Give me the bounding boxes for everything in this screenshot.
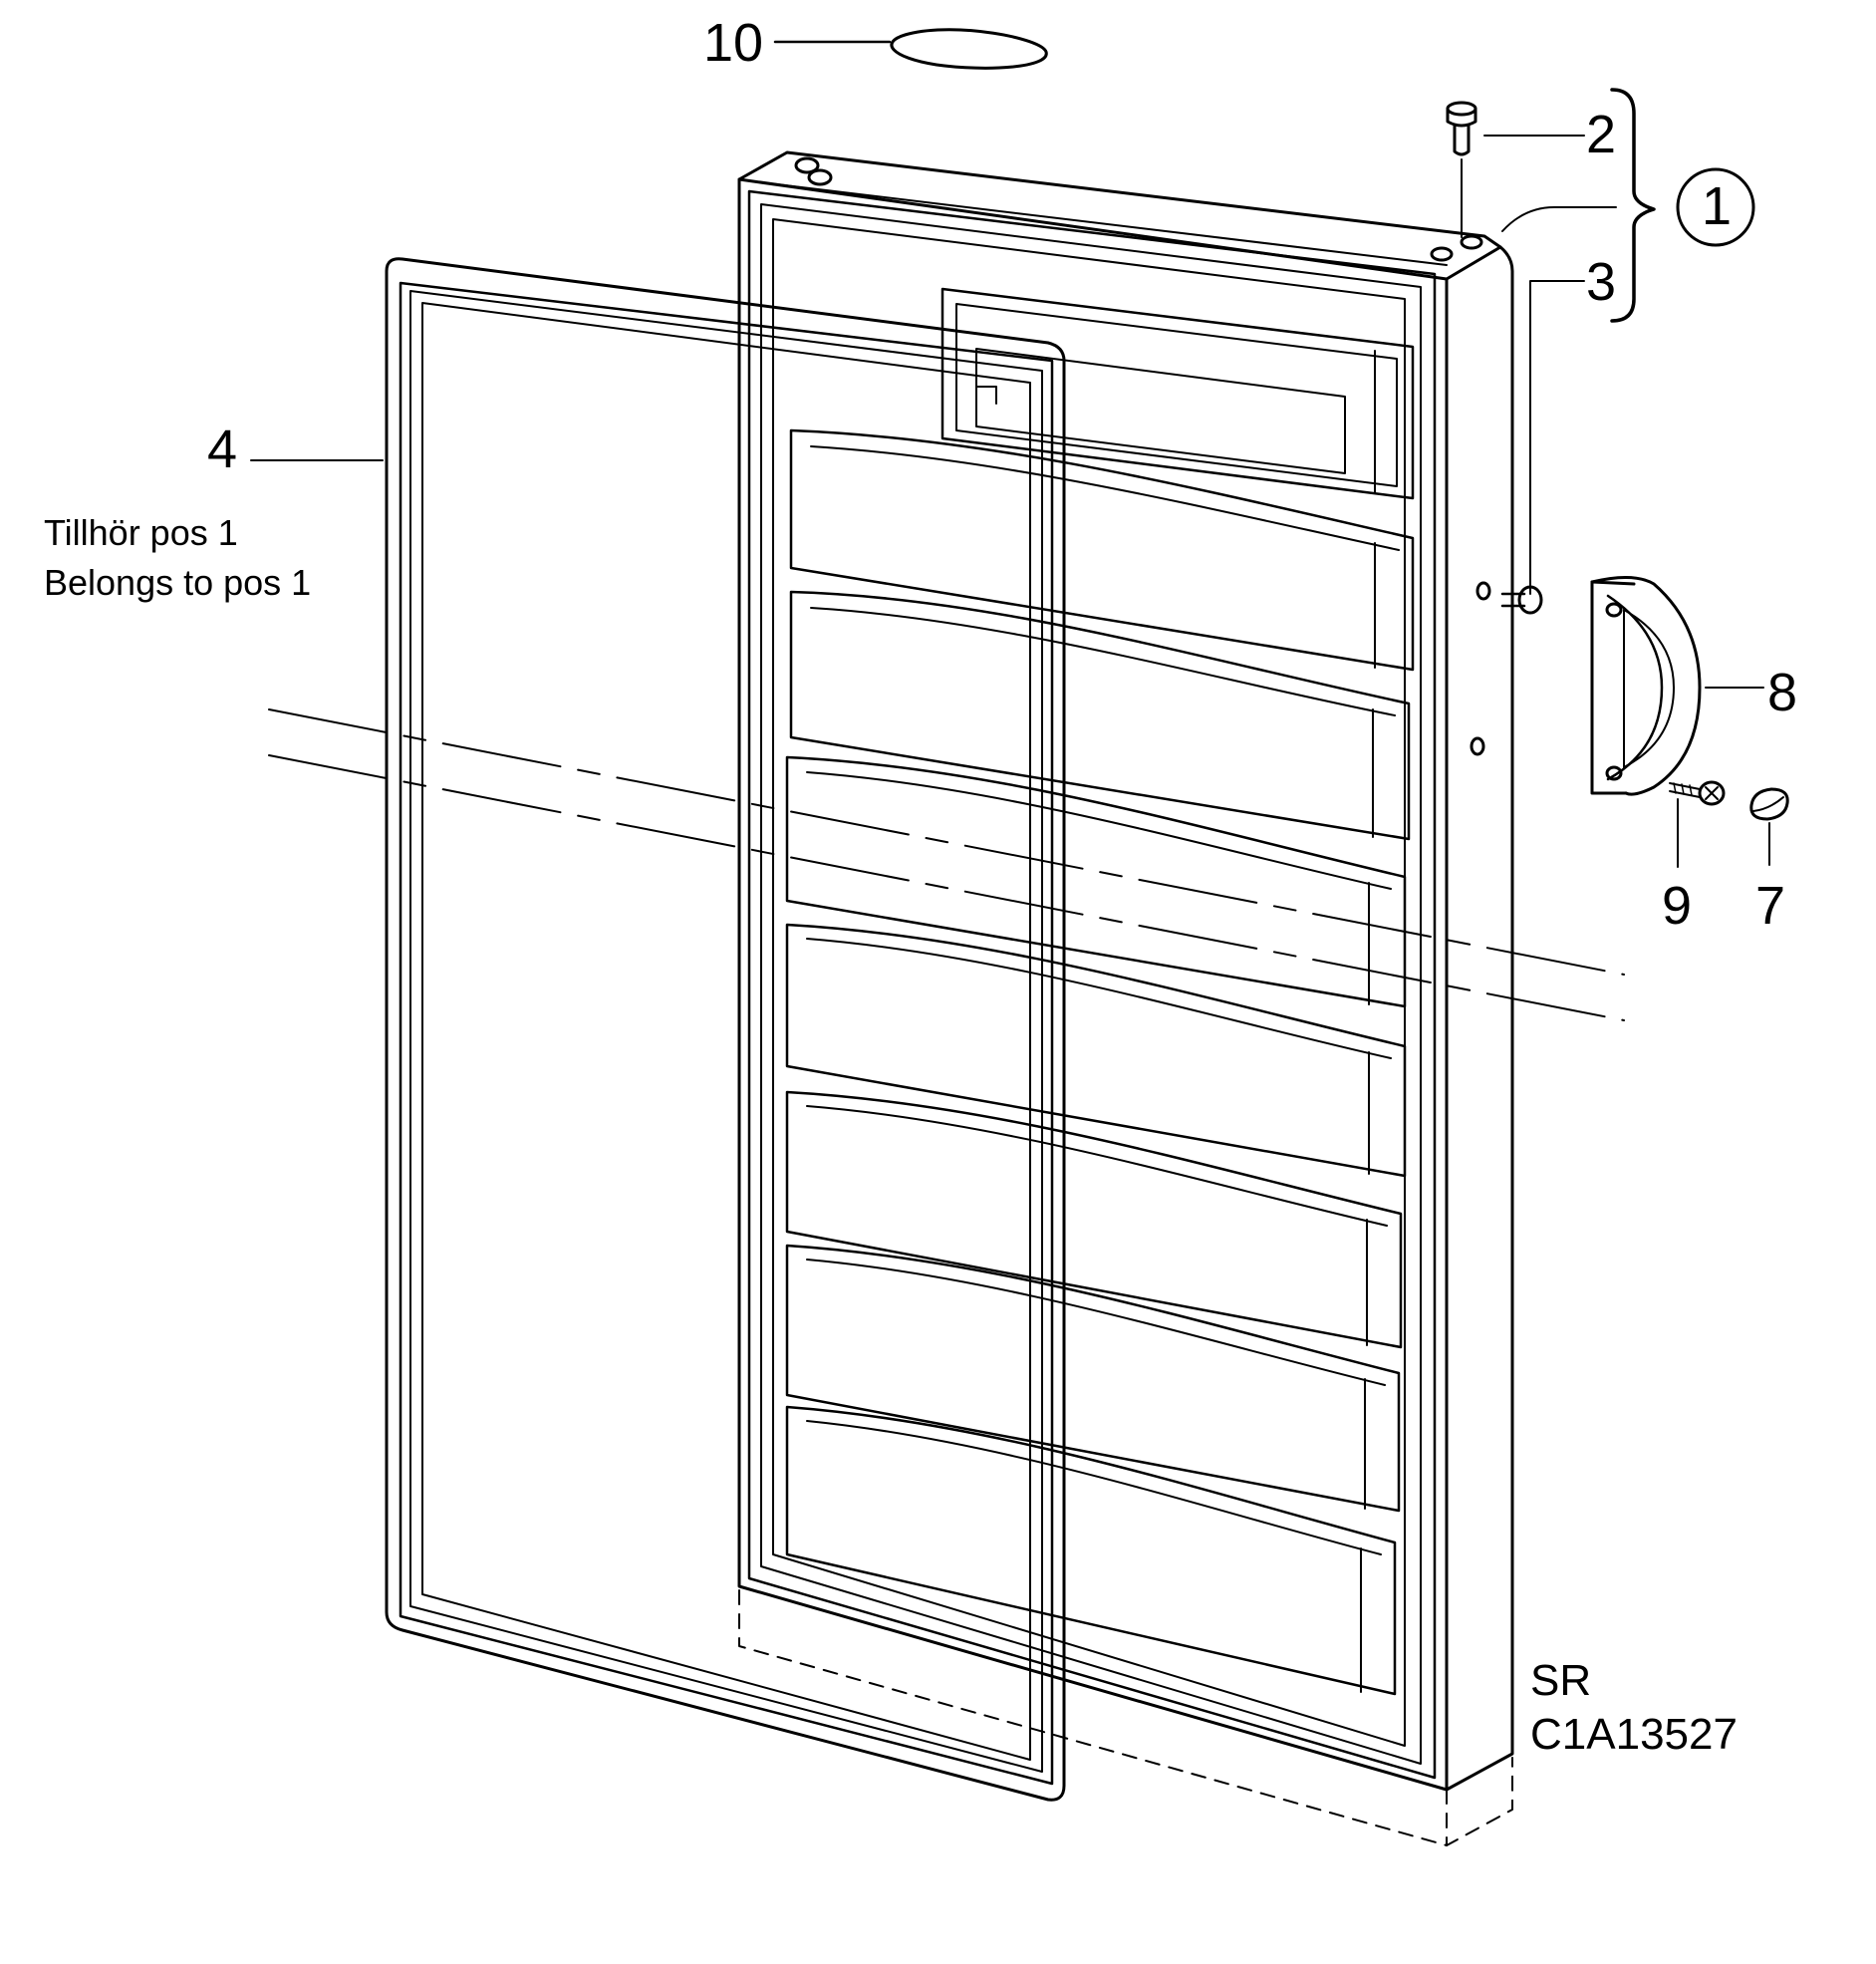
callout-2: 2: [1586, 105, 1617, 164]
part-7-cover-cap: [1749, 787, 1789, 866]
note-line-swedish: Tillhör pos 1: [44, 512, 238, 553]
callout-8: 8: [1767, 663, 1798, 722]
door-panel: [737, 150, 1514, 1792]
part-4-door-gasket: [385, 257, 1066, 1802]
callout-1: 1: [1702, 176, 1733, 236]
note-line-english: Belongs to pos 1: [44, 562, 312, 603]
part-9-screw: [1669, 780, 1726, 868]
callout-4: 4: [207, 420, 238, 479]
hidden-bottom-edge: [738, 1589, 1513, 1846]
callout-3: 3: [1586, 252, 1617, 312]
door-shelves: [785, 287, 1415, 1696]
part-10-oval-plug: [773, 28, 1048, 70]
drawing-code: SR C1A13527: [1530, 1654, 1738, 1762]
drawing-code-prefix: SR: [1530, 1656, 1592, 1705]
break-lines: [268, 708, 1625, 1021]
part-3-hinge-stud: [1500, 280, 1585, 615]
callout-9: 9: [1662, 876, 1693, 936]
callout-10: 10: [703, 13, 764, 73]
part-8-door-handle: [1590, 575, 1764, 796]
callout-7: 7: [1755, 876, 1786, 936]
bracket-group-1: [1501, 88, 1755, 323]
belongs-to-note: Tillhör pos 1 Belongs to pos 1: [44, 508, 311, 608]
part-2-hinge-pin: [1446, 101, 1585, 238]
drawing-code-number: C1A13527: [1530, 1710, 1738, 1759]
